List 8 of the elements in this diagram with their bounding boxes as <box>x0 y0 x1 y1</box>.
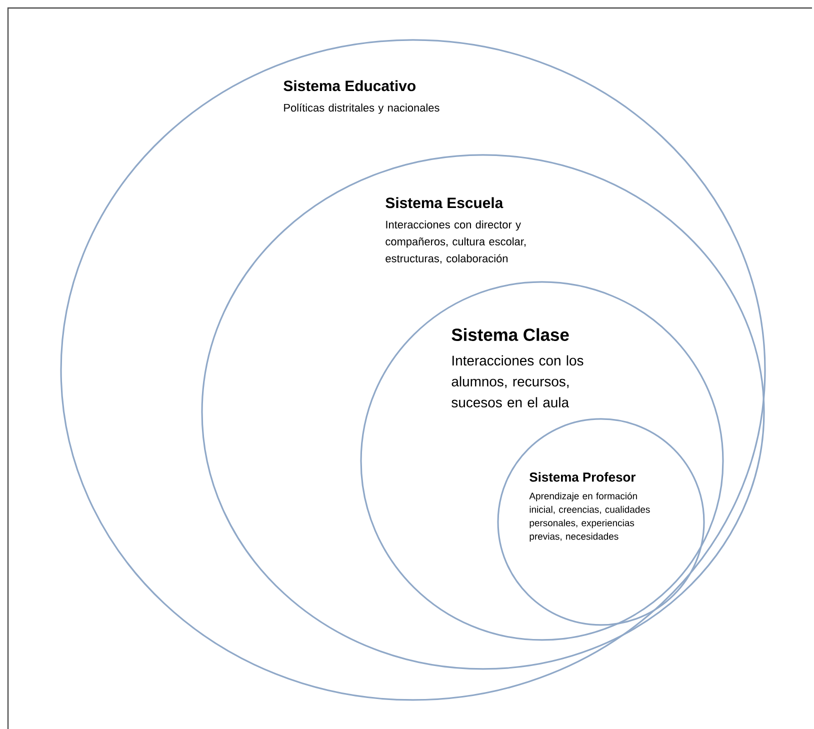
description: Aprendizaje en formación inicial, creencias, cualidades personales, experiencias previas, necesidades <box>529 492 650 542</box>
description: Interacciones con los alumnos, recursos, sucesos en el aula <box>452 355 584 408</box>
description: Políticas distritales y nacionales <box>284 103 440 114</box>
heading: Sistema Escuela <box>386 197 504 208</box>
heading: Sistema Clase <box>452 328 569 341</box>
description: Interacciones con director y compañeros, cultura escolar, estructuras, colaboración <box>386 220 526 264</box>
heading: Sistema Profesor <box>530 472 636 482</box>
heading: Sistema Educativo <box>284 80 416 92</box>
